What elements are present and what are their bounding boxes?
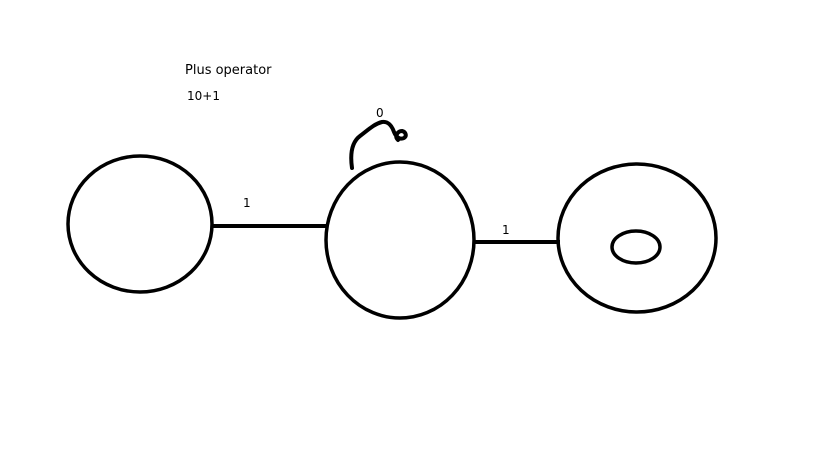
state-3-accept-marker	[610, 229, 662, 265]
self-loop-label: 0	[376, 106, 384, 120]
state-1	[66, 154, 214, 294]
transition-1-2-label: 1	[243, 196, 251, 210]
state-3	[556, 162, 718, 314]
self-loop-state-2	[349, 119, 408, 170]
transition-2-3-label: 1	[502, 223, 510, 237]
state-2	[324, 160, 476, 320]
diagram-expression: 10+1	[187, 89, 220, 103]
diagram-title: Plus operator	[185, 63, 272, 78]
